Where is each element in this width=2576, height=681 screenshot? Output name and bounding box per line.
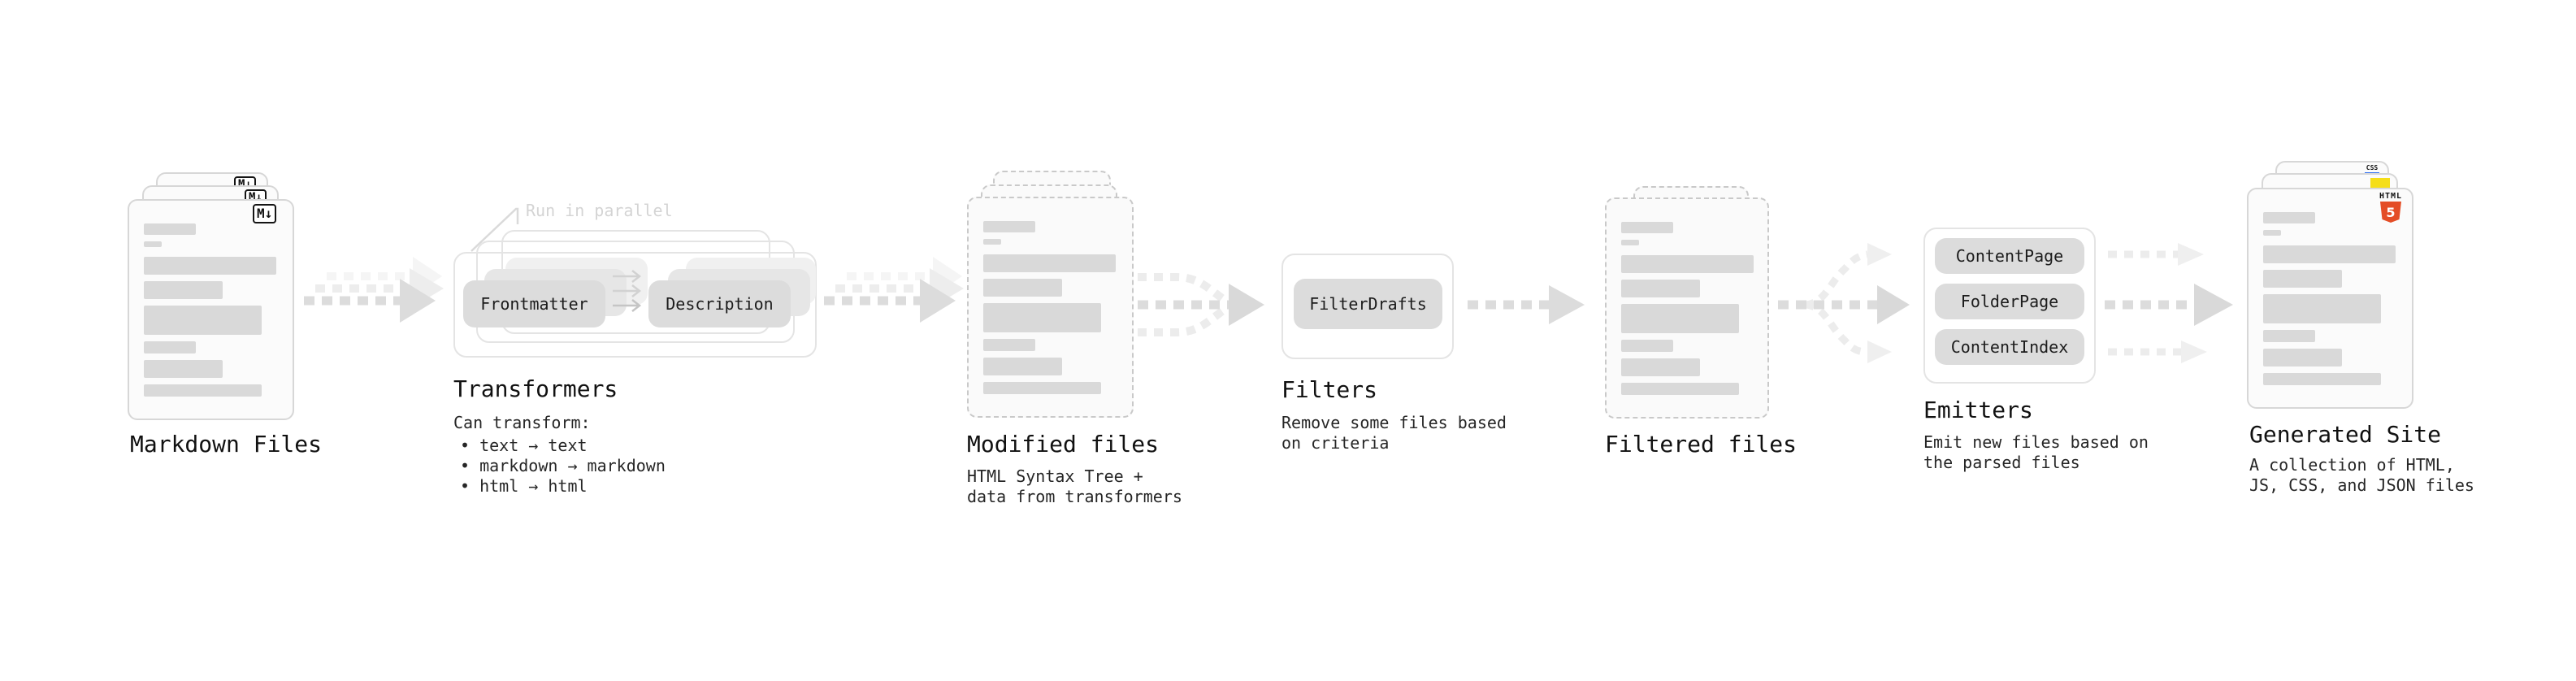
list-item: html → html (460, 476, 666, 497)
svg-text:5: 5 (2386, 205, 2395, 220)
modified-files-description: HTML Syntax Tree + data from transformer… (967, 466, 1182, 506)
placeholder-bar (1621, 280, 1700, 297)
arrow-modified-to-filters (1138, 273, 1264, 336)
html5-icon: HTML 5 (2379, 192, 2403, 227)
html5-shield: 5 (2380, 202, 2401, 223)
placeholder-bar (983, 239, 1001, 245)
filters-description: Remove some files based on criteria (1281, 413, 1507, 453)
generated-site-description: A collection of HTML, JS, CSS, and JSON … (2249, 455, 2474, 495)
filtered-files-title: Filtered files (1605, 431, 1798, 458)
markdown-file-card-front (128, 199, 294, 420)
arrow-markdown-to-transformers (304, 257, 444, 323)
placeholder-bar (144, 257, 276, 275)
file-content-placeholder (144, 223, 281, 397)
placeholder-bar (1621, 358, 1700, 376)
transformers-desc-heading: Can transform: (453, 413, 591, 432)
contentpage-box: ContentPage (1935, 238, 2084, 274)
placeholder-bar (144, 360, 223, 378)
placeholder-bar (144, 341, 196, 354)
generated-site-title: Generated Site (2249, 421, 2442, 448)
placeholder-bar (1621, 255, 1754, 273)
description-box: Description (648, 280, 791, 327)
placeholder-bar (1621, 240, 1639, 245)
emitters-description: Emit new files based on the parsed files (1923, 432, 2149, 472)
placeholder-bar (2263, 245, 2396, 263)
placeholder-bar (144, 223, 196, 235)
placeholder-bar (144, 306, 262, 335)
html5-icon-label: HTML (2379, 192, 2403, 201)
placeholder-bar (144, 281, 223, 299)
transformer-container-front (453, 252, 817, 358)
placeholder-bar (1621, 340, 1673, 352)
placeholder-bar (983, 358, 1062, 375)
arrow-filters-to-filtered (1468, 285, 1585, 324)
placeholder-bar (2263, 349, 2342, 367)
arrow-emitters-to-site (2105, 243, 2233, 363)
filters-container (1281, 254, 1454, 359)
filtered-file-card-front (1605, 197, 1769, 419)
transformers-capabilities-list: text → text markdown → markdown html → h… (460, 436, 666, 497)
placeholder-bar (983, 303, 1101, 332)
run-in-parallel-annotation: Run in parallel (526, 201, 673, 220)
placeholder-bar (2263, 212, 2315, 223)
markdown-icon: M↓ (253, 204, 277, 223)
placeholder-bar (983, 382, 1101, 394)
placeholder-bar (2263, 270, 2342, 288)
placeholder-bar (983, 254, 1116, 272)
modified-files-title: Modified files (967, 431, 1160, 458)
site-file-card-html (2247, 188, 2413, 409)
css-icon-label: CSS (2366, 164, 2379, 171)
file-content-placeholder (983, 221, 1121, 394)
placeholder-bar (1621, 304, 1739, 333)
placeholder-bar (1621, 383, 1739, 395)
emitters-container (1923, 228, 2096, 384)
list-item: markdown → markdown (460, 456, 666, 476)
annotation-leader-line (471, 207, 519, 252)
file-content-placeholder (1621, 222, 1756, 395)
placeholder-bar (144, 384, 262, 397)
list-item: text → text (460, 436, 666, 456)
placeholder-bar (2263, 373, 2381, 385)
js-icon (2370, 178, 2390, 188)
emitters-title: Emitters (1923, 397, 2033, 423)
placeholder-bar (2263, 230, 2281, 236)
placeholder-bar (1621, 222, 1673, 233)
placeholder-bar (144, 241, 162, 247)
filters-title: Filters (1281, 376, 1378, 403)
placeholder-bar (983, 339, 1035, 351)
file-content-placeholder (2263, 212, 2400, 385)
transformer-flow-arrows (613, 270, 642, 312)
folderpage-box: FolderPage (1935, 284, 2084, 319)
placeholder-bar (2263, 330, 2315, 342)
placeholder-bar (983, 221, 1035, 232)
transformers-title: Transformers (453, 375, 618, 402)
placeholder-bar (2263, 294, 2381, 323)
frontmatter-box: Frontmatter (463, 280, 605, 327)
filterdrafts-box: FilterDrafts (1294, 279, 1442, 329)
arrow-transformers-to-modified (824, 257, 964, 323)
modified-file-card-front (967, 197, 1134, 418)
contentindex-box: ContentIndex (1935, 329, 2084, 365)
markdown-files-title: Markdown Files (130, 431, 323, 458)
arrow-filtered-to-emitters (1778, 243, 1910, 363)
placeholder-bar (983, 279, 1062, 297)
